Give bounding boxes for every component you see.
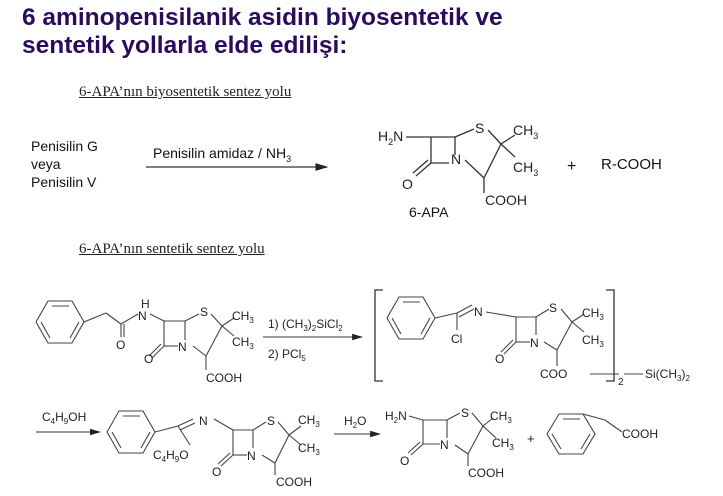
svg-text:N: N [138,309,147,323]
svg-text:O: O [402,176,413,192]
svg-text:H2O: H2O [344,414,366,430]
silyl-intermediate-structure [386,296,643,375]
svg-text:COOH: COOH [468,466,504,480]
svg-text:Cl: Cl [451,332,462,346]
svg-text:N: N [451,151,461,167]
svg-text:2) PCl5: 2) PCl5 [268,347,306,363]
svg-text:C4H9O: C4H9O [153,448,189,464]
penicillin-g-atom-labels: H N O S CH3 CH3 N O COOH [116,297,254,385]
svg-text:N: N [178,340,187,354]
synthesis-heading: 6-APA’nın sentetik sentez yolu [79,241,265,257]
biosynthesis-reactants: Penisilin G veya Penisilin V [31,137,98,191]
title-line-1: 6 aminopenisilanik asidin biyosentetik v… [22,4,503,31]
silyl-intermediate-brackets [374,289,615,382]
svg-text:1) (CH3)2SiCl2: 1) (CH3)2SiCl2 [268,317,343,333]
enzyme-arrow-label: Penisilin amidaz / NH3 [153,145,292,164]
svg-text:O: O [400,454,409,468]
svg-text:O: O [495,352,504,366]
svg-text:H: H [141,297,150,311]
svg-text:CH3: CH3 [513,122,538,141]
svg-text:N: N [247,449,256,463]
svg-text:CH3: CH3 [582,306,604,322]
svg-text:CH3: CH3 [490,409,512,425]
final-6-apa-structure [407,412,497,466]
svg-text:O: O [144,352,153,366]
reactant-penicillin-g: Penisilin G [31,138,98,154]
imino-ether-labels: N C4H9O S CH3 CH3 N O COOH [153,413,320,489]
svg-text:O: O [212,465,221,479]
step1-reagents: 1) (CH3)2SiCl2 2) PCl5 [268,317,343,363]
svg-text:CH3: CH3 [232,309,254,325]
svg-text:S: S [267,414,275,428]
title-line-2: sentetik yollarla elde edilişi: [22,32,348,59]
final-plus: + [527,431,535,446]
svg-text:COOH: COOH [485,192,527,208]
reactant-penicillin-v: Penisilin V [31,174,97,190]
svg-text:CH3: CH3 [298,413,320,429]
svg-text:S: S [200,305,208,319]
product-6-apa-label: 6-APA [409,204,449,220]
svg-text:O: O [116,338,125,352]
svg-text:Si(CH3)2: Si(CH3)2 [645,367,690,383]
svg-text:C4H9OH: C4H9OH [42,410,86,426]
svg-text:N: N [440,438,449,452]
svg-text:COOH: COOH [206,371,242,385]
svg-text:CH3: CH3 [513,159,538,178]
svg-text:H2N: H2N [385,409,407,425]
step3-reagent: H2O [344,414,366,430]
svg-text:COO: COO [540,367,567,381]
phenylacetic-acid-labels: COOH [622,427,658,441]
final-6-apa-labels: H2N S CH3 CH3 N O COOH + [385,406,535,480]
reactant-or: veya [31,156,61,172]
svg-text:H2N: H2N [378,128,403,147]
6-apa-structure [406,128,516,193]
6-apa-atom-labels: H2N S CH3 CH3 N O COOH [378,120,538,208]
phenylacetic-acid-structure [546,413,623,455]
svg-text:CH3: CH3 [232,335,254,351]
silyl-intermediate-labels: N Cl S CH3 CH3 N O COO 2 Si(CH3)2 [451,301,690,388]
svg-text:CH3: CH3 [582,333,604,349]
page-title: 6 aminopenisilanik asidin biyosentetik v… [22,4,503,60]
byproduct-r-cooh: R-COOH [601,156,662,173]
svg-text:CH3: CH3 [492,436,514,452]
imino-ether-structure [106,410,302,475]
svg-text:N: N [199,414,208,428]
bracket-subscript: 2 [618,377,624,388]
penicillin-g-structure [35,300,235,370]
step2-reagent: C4H9OH [42,410,86,426]
svg-text:N: N [530,336,539,350]
svg-text:S: S [549,301,557,315]
svg-text:COOH: COOH [622,427,658,441]
svg-text:N: N [474,305,483,319]
svg-text:CH3: CH3 [298,441,320,457]
biosynthesis-heading: 6-APA’nın biyosentetik sentez yolu [79,84,292,100]
biosynthesis-plus: + [567,158,577,175]
svg-text:COOH: COOH [276,475,312,489]
svg-text:S: S [461,406,469,420]
svg-text:S: S [475,120,484,136]
